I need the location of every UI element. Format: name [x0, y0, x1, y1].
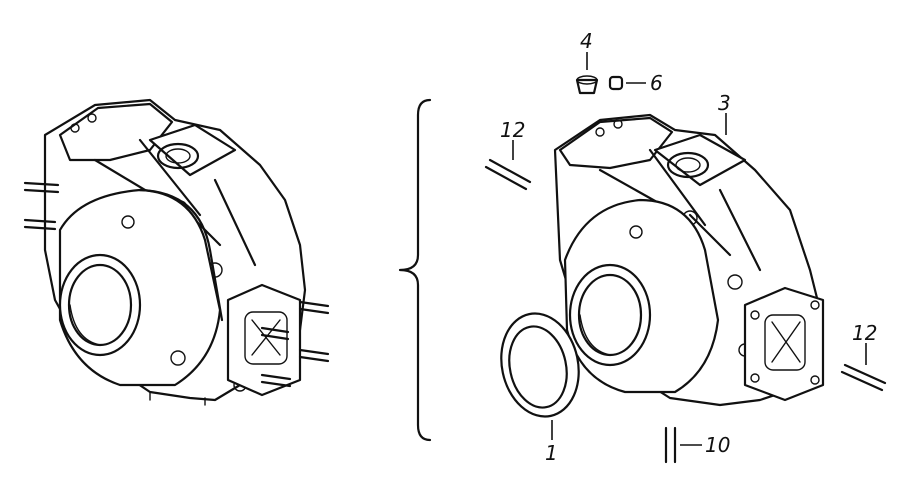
stud-part-10	[664, 426, 677, 464]
callout-12-top: 12	[500, 118, 525, 142]
stud-part-12-right	[840, 363, 887, 392]
assembled-housing	[23, 98, 330, 406]
callout-3: 3	[718, 91, 731, 115]
screw-part-6	[608, 75, 624, 91]
seal-ring-part-1	[500, 312, 580, 418]
leader-lines	[512, 52, 867, 446]
callout-6: 6	[650, 71, 663, 95]
callout-10: 10	[705, 433, 730, 457]
stud-part-12-top	[484, 158, 532, 191]
callout-12-right: 12	[852, 321, 877, 345]
plug-part-4	[575, 75, 599, 95]
housing-part-3	[553, 113, 825, 407]
callout-4: 4	[580, 29, 593, 53]
callout-1: 1	[545, 441, 558, 465]
assembly-bracket	[398, 98, 432, 442]
